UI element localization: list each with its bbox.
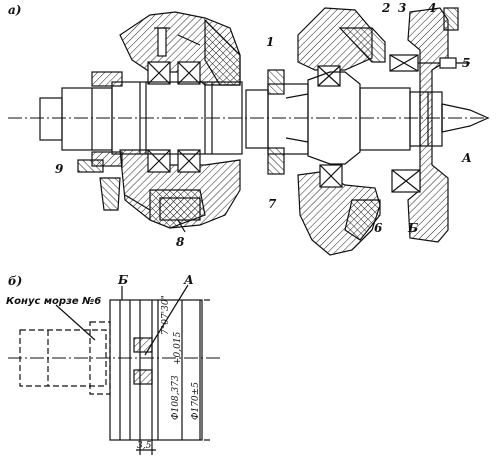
callout-2: 2 (381, 1, 390, 15)
callout-1: 1 (266, 35, 274, 49)
diameter-108-label: Ф108,373 (171, 375, 181, 420)
callout-7: 7 (268, 197, 277, 211)
callout-5: 5 (462, 56, 470, 70)
morse-taper-label: Конус морзе №6 (6, 296, 101, 307)
panel-b-label: б) (8, 274, 22, 288)
panel-b-detail (19, 284, 210, 455)
callout-6: 6 (374, 221, 383, 235)
callout-3: 3 (398, 1, 406, 15)
angle-dimension: 7°07'30" (161, 295, 171, 335)
panel-a-label: а) (8, 3, 21, 17)
callout-b-detail: Б (117, 273, 128, 287)
dim-3-5-label: 3,5 (137, 441, 152, 451)
callout-9: 9 (55, 162, 64, 176)
panel-a-left-assembly (39, 11, 243, 233)
callout-a: А (461, 151, 472, 165)
panel-a-right-assembly (245, 7, 490, 256)
callout-4: 4 (428, 1, 436, 15)
callout-8: 8 (176, 235, 185, 249)
callout-a-detail: А (183, 273, 194, 287)
tolerance-label: +0,015 (173, 331, 183, 365)
diameter-170-label: Ф170±5 (191, 382, 201, 420)
callout-b: Б (407, 221, 418, 235)
